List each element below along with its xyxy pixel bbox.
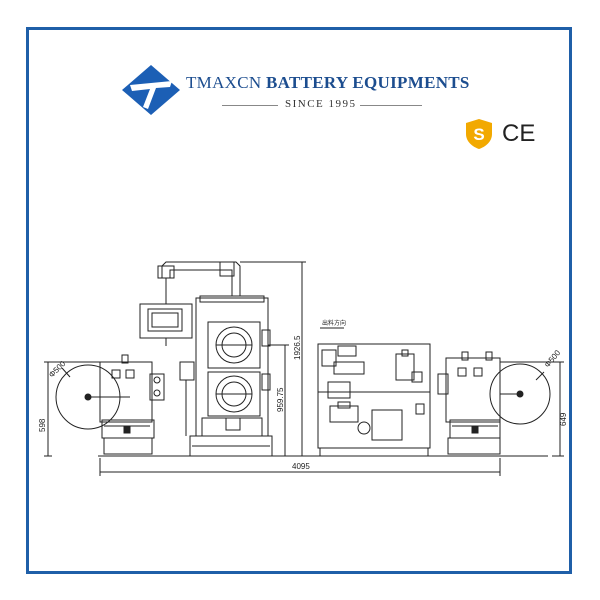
ce-text: CE [502, 120, 535, 146]
direction-label: 出料方向 [322, 319, 346, 327]
svg-text:S: S [473, 125, 484, 144]
safety-s-shield-icon: S [466, 119, 492, 149]
left-height-label: 598 [38, 418, 47, 432]
rewinder-right [437, 351, 551, 455]
rewind-section [317, 327, 431, 457]
since-divider-right [360, 105, 422, 106]
total-length-label: 4095 [292, 462, 310, 471]
total-height-label: 1926.5 [293, 335, 302, 360]
rolling-press [139, 261, 273, 457]
ce-mark-icon: CE [502, 120, 535, 146]
right-height-label: 649 [559, 412, 568, 426]
brand-name: TMAXCN [186, 73, 262, 92]
unwinder-left [55, 354, 165, 455]
roll-height-label: 959.75 [276, 387, 285, 412]
brand-tagline: BATTERY EQUIPMENTS [266, 73, 470, 92]
since-text: SINCE 1995 [285, 98, 357, 110]
tmaxcn-logo-icon [122, 65, 180, 115]
blue-border-frame [26, 27, 572, 574]
brand-title: TMAXCN BATTERY EQUIPMENTS [186, 73, 470, 93]
since-divider-left [222, 105, 278, 106]
